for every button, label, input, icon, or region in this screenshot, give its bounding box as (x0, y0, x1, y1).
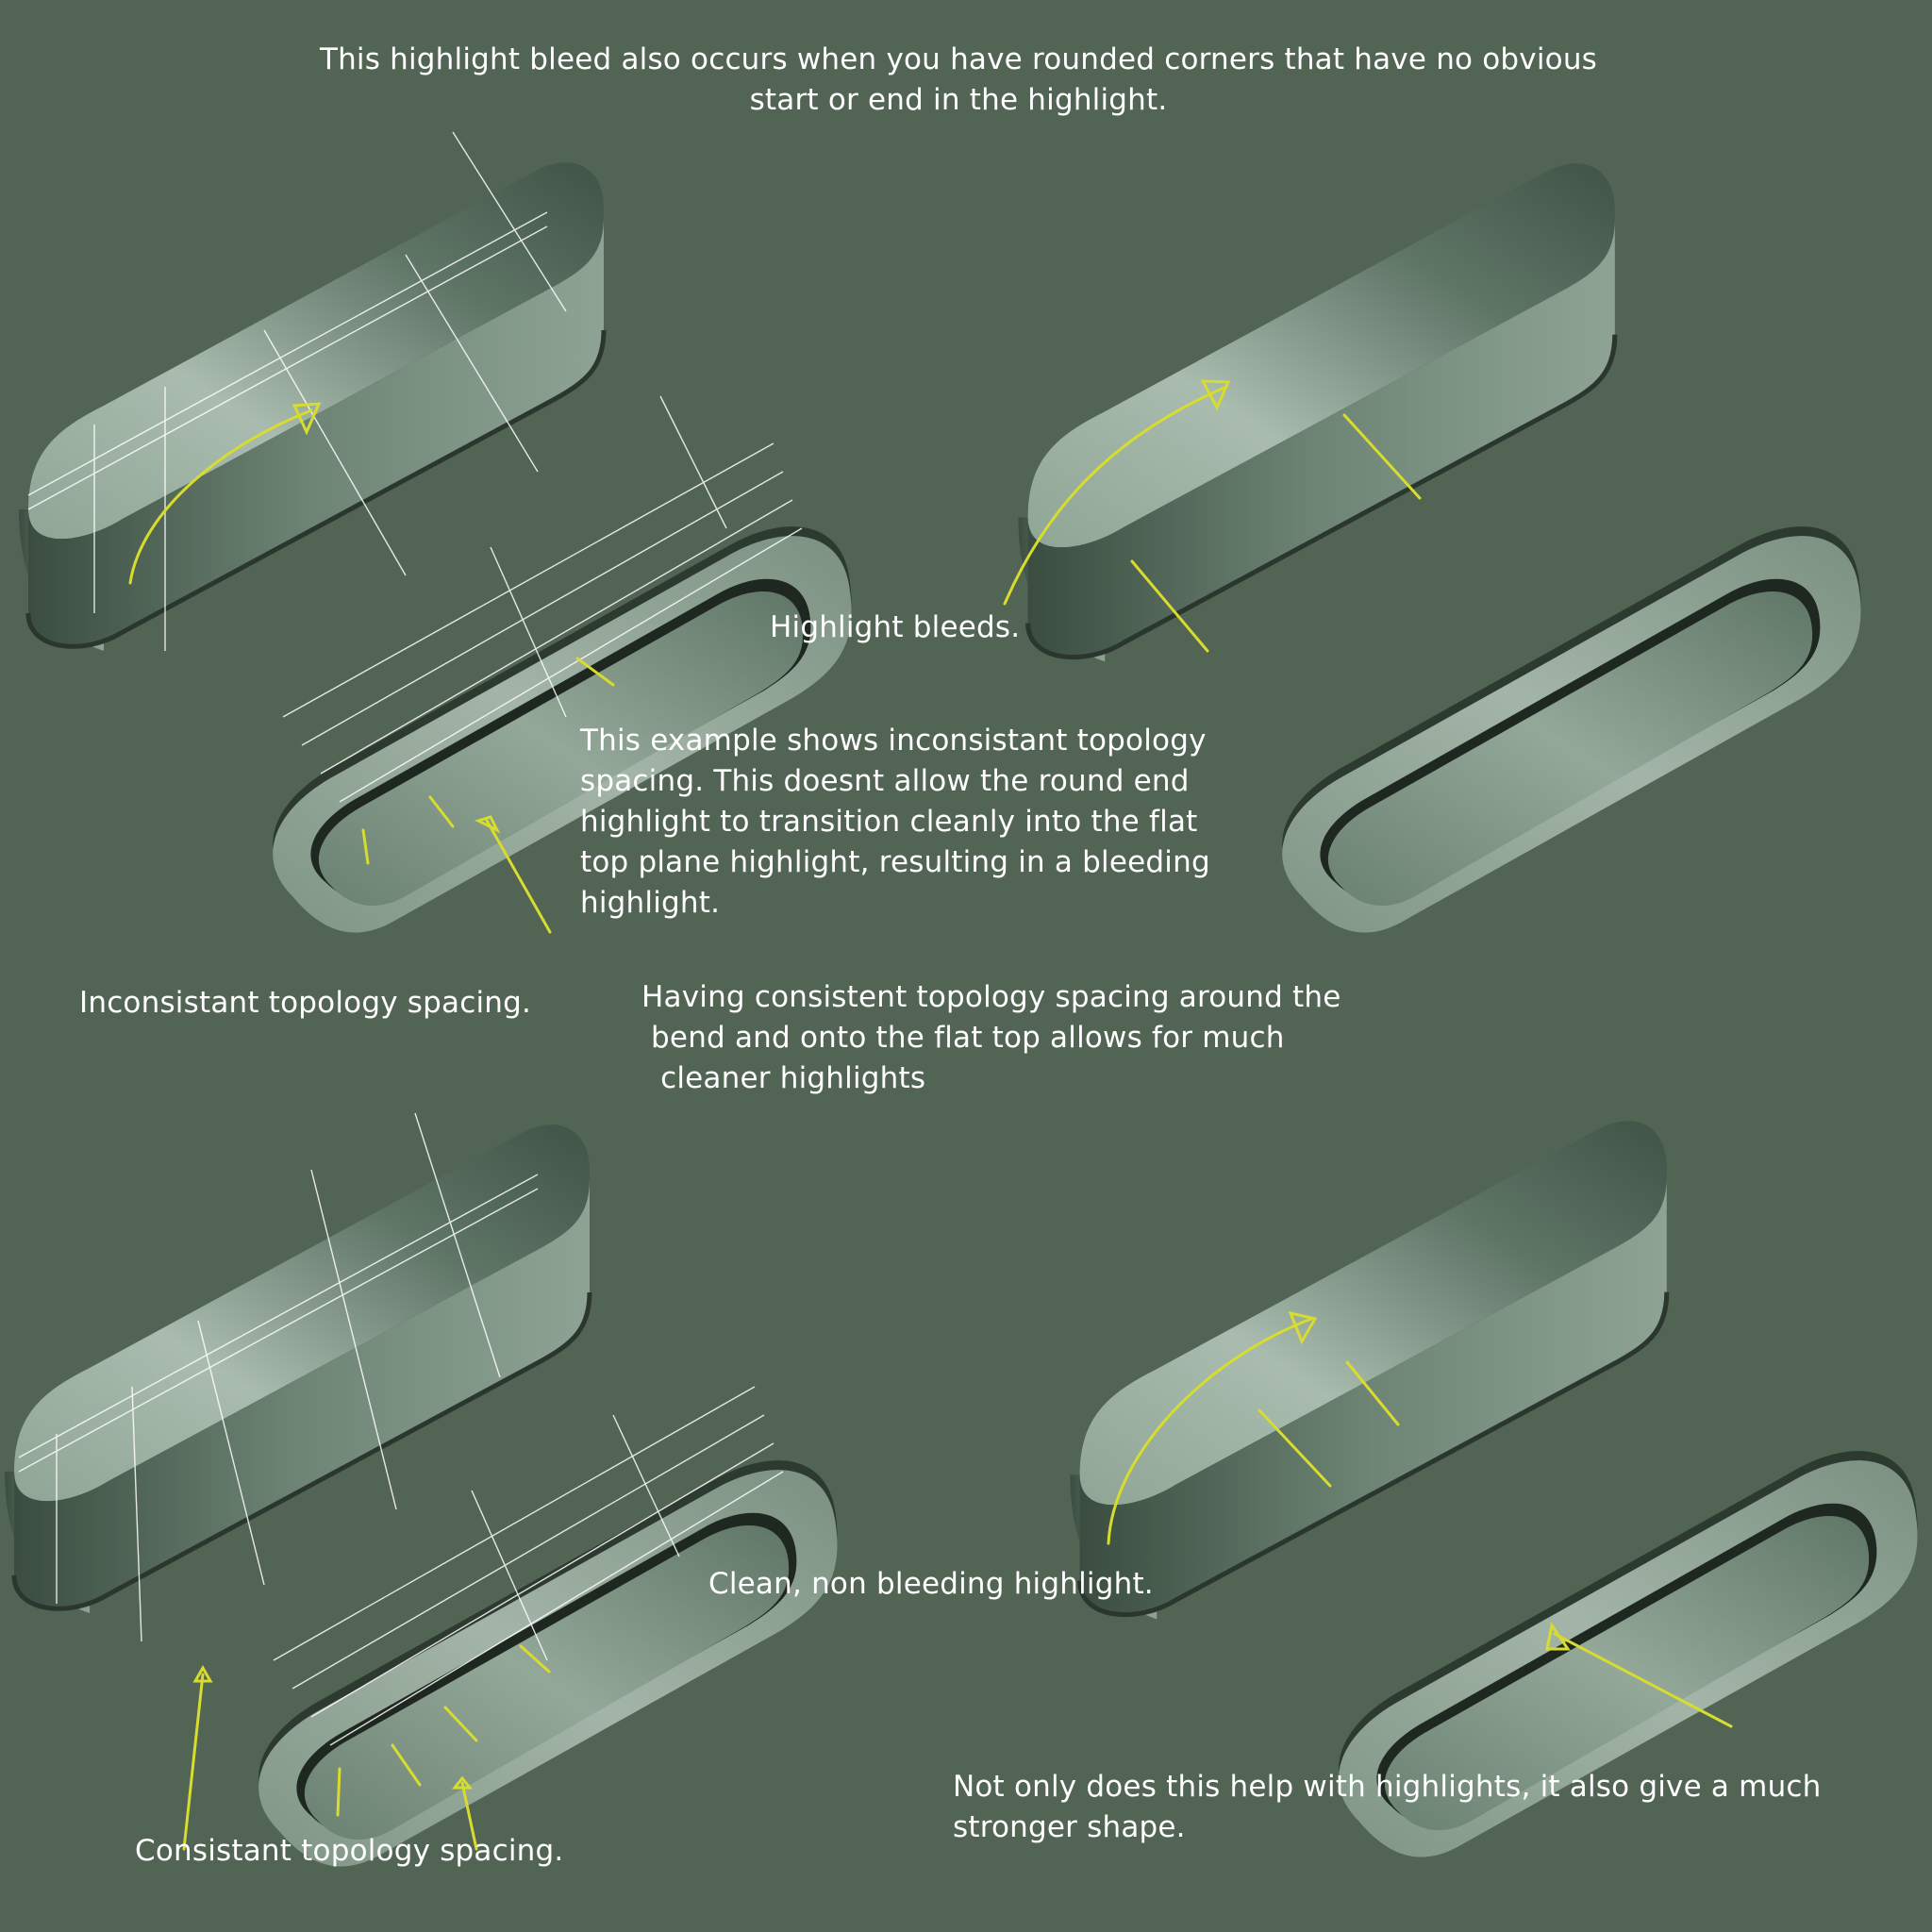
tick-4b (443, 1706, 478, 1742)
wireframe-inconsistent-model (19, 131, 852, 933)
arrowhead-shape (1545, 1622, 1571, 1651)
highlight-bleeds-label: Highlight bleeds. (770, 610, 1021, 644)
arrowhead-consistent-3 (451, 1775, 474, 1790)
tick-4a (519, 1644, 551, 1674)
arrow-consistent-3 (460, 1781, 478, 1851)
arrow-shape (1553, 1632, 1733, 1728)
arrowhead-consistent-1 (192, 1664, 213, 1683)
tick-3a (1345, 1360, 1400, 1426)
clean-highlight-label: Clean, non bleeding highlight. (708, 1567, 1154, 1601)
tick-2a (1342, 413, 1422, 500)
tick-1a (575, 657, 615, 687)
arrow-consistent-1 (182, 1673, 205, 1851)
inconsistent-example-text: This example shows inconsistant topology… (580, 724, 1210, 920)
shaded-consistent-model (1070, 1121, 1918, 1857)
consistent-example-text: Having consistent topology spacing aroun… (641, 980, 1341, 1095)
arrow-inconsistent (484, 817, 552, 934)
inconsistent-topology-label: Inconsistant topology spacing. (79, 986, 532, 1020)
arrowhead-3 (1288, 1310, 1318, 1345)
top-title: This highlight bleed also occurs when yo… (319, 42, 1598, 117)
tick-4c (391, 1743, 422, 1787)
arc-arrow-1 (128, 408, 313, 585)
tick-3b (1257, 1408, 1332, 1488)
annotation-marks (128, 379, 1733, 1851)
tick-2b (1130, 559, 1209, 653)
arrowhead-1 (291, 402, 322, 436)
consistent-topology-label: Consistant topology spacing. (135, 1834, 564, 1868)
arrow-consistent-2 (336, 1767, 341, 1817)
wireframe-consistent-model (5, 1112, 838, 1867)
arc-arrow-3 (1107, 1317, 1313, 1545)
arc-arrow-2 (1003, 385, 1228, 606)
tick-1c (361, 828, 370, 865)
arrowhead-2 (1200, 379, 1231, 411)
stronger-shape-text: Not only does this help with highlights,… (953, 1770, 1822, 1844)
arrowhead-inconsistent (474, 815, 501, 834)
tick-1b (428, 795, 455, 828)
